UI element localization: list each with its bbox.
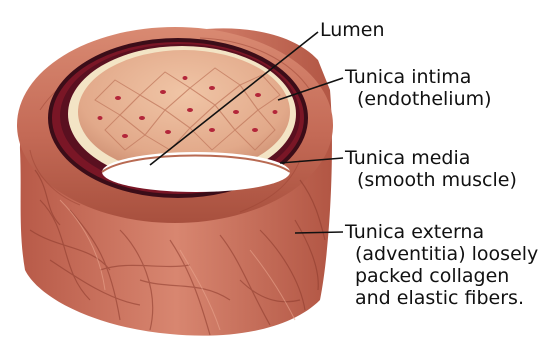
label-externa-line3: packed collagen: [345, 265, 538, 287]
label-externa-line2: (adventitia) loosely: [345, 243, 538, 265]
label-tunica-intima: Tunica intima (endothelium): [345, 66, 492, 110]
label-intima-line2: (endothelium): [345, 88, 492, 110]
label-tunica-externa: Tunica externa (adventitia) loosely pack…: [345, 221, 538, 309]
lumen-opening: [102, 152, 290, 192]
label-media-line1: Tunica media: [345, 147, 517, 169]
label-lumen: Lumen: [320, 19, 385, 41]
label-lumen-text: Lumen: [320, 19, 385, 41]
label-intima-line1: Tunica intima: [345, 66, 492, 88]
label-tunica-media: Tunica media (smooth muscle): [345, 147, 517, 191]
label-externa-line1: Tunica externa: [345, 221, 538, 243]
label-media-line2: (smooth muscle): [345, 169, 517, 191]
label-externa-line4: and elastic fibers.: [345, 287, 538, 309]
externa-leader-line: [295, 232, 343, 233]
